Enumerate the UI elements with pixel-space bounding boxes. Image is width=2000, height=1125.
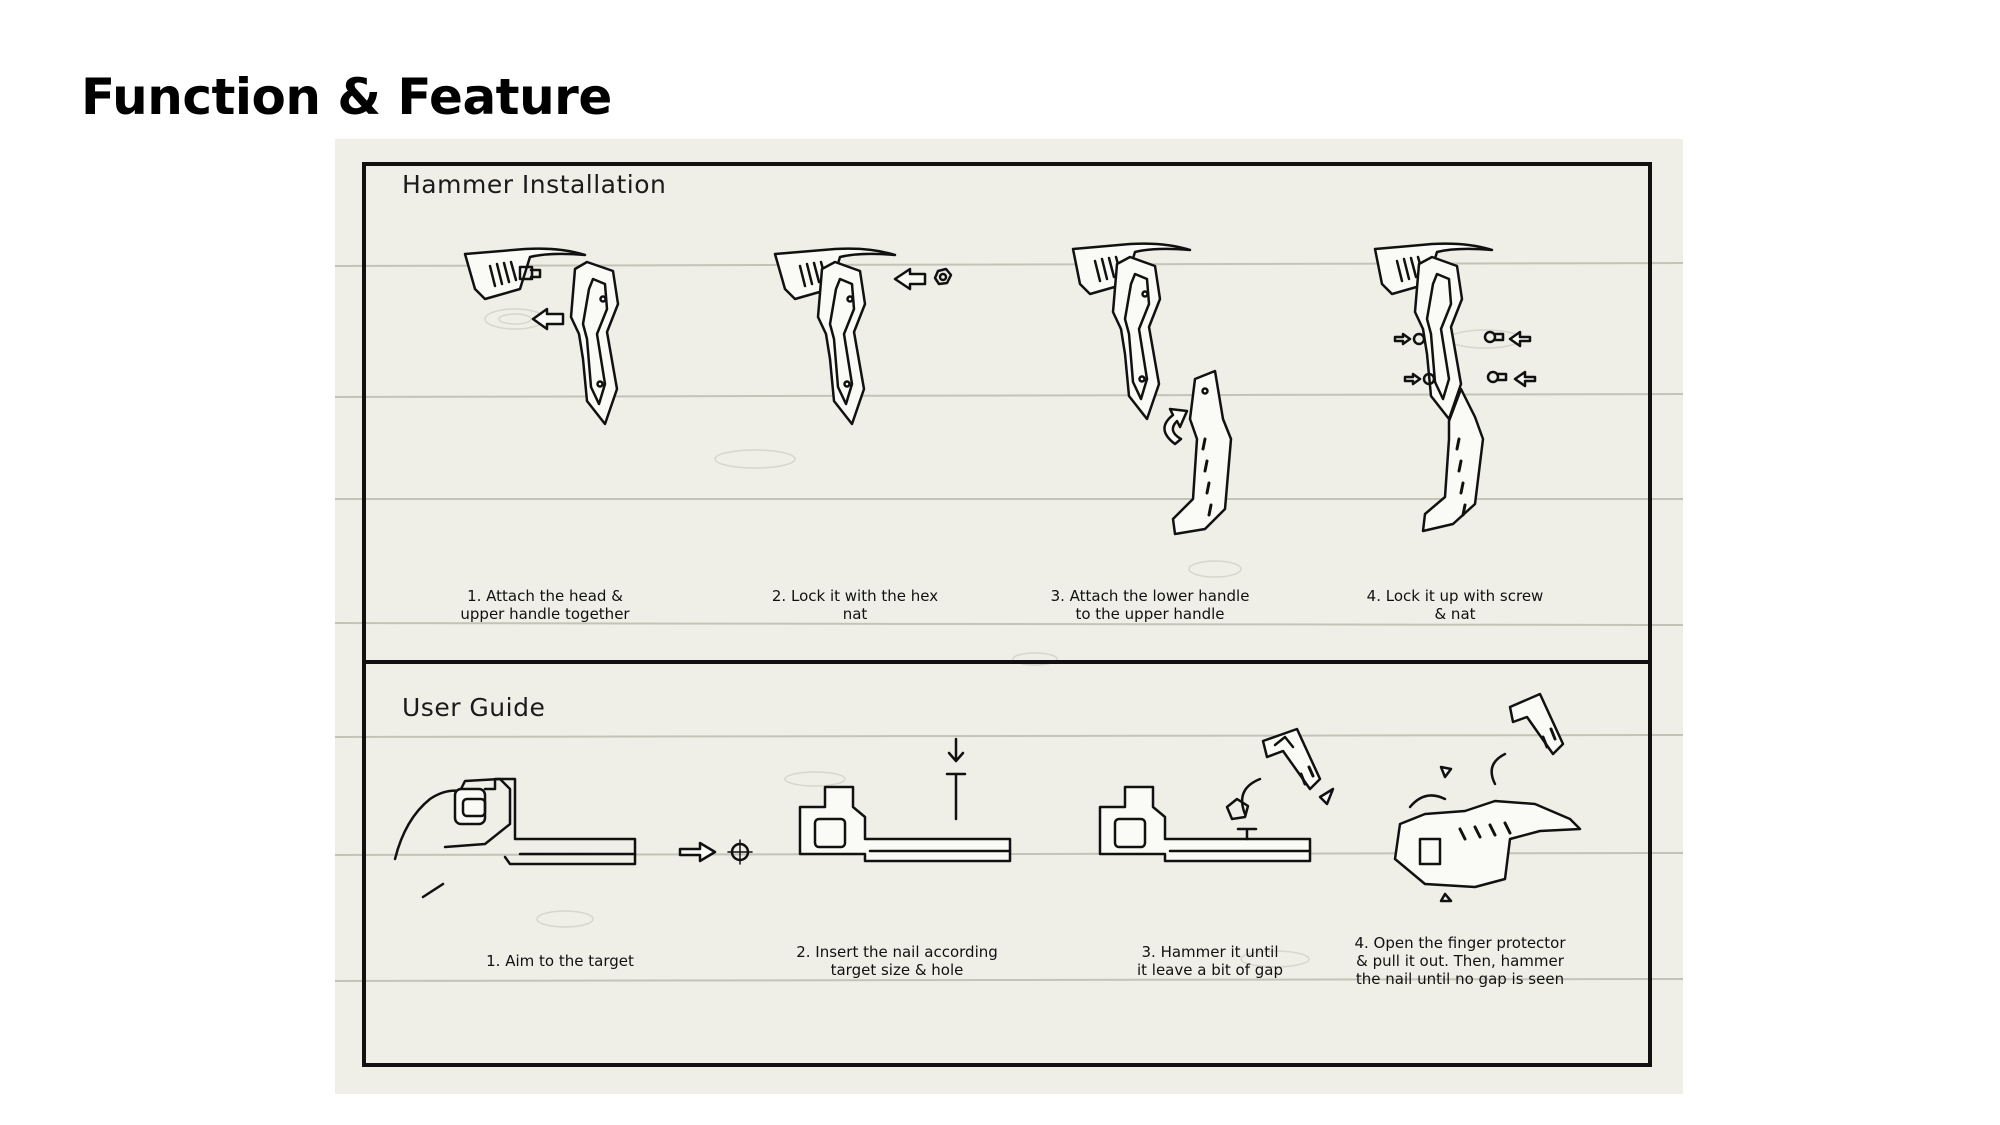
user-guide-title: User Guide: [402, 693, 546, 722]
install-step1-illustration: [463, 247, 620, 426]
section-divider: [362, 660, 1652, 664]
guide-step3-caption: 3. Hammer it until it leave a bit of gap: [1136, 943, 1284, 979]
guide-step1-illustration: [393, 777, 753, 899]
guide-step3-illustration: [1098, 727, 1335, 863]
guide-step1-caption: 1. Aim to the target: [486, 952, 634, 970]
illustrations: [393, 242, 1582, 903]
installation-title: Hammer Installation: [402, 170, 667, 199]
slide-title: Function & Feature: [81, 68, 612, 126]
guide-step4-caption: 4. Open the finger protector & pull it o…: [1354, 934, 1566, 988]
install-step1-caption: 1. Attach the head & upper handle togeth…: [460, 587, 630, 623]
guide-step2-caption: 2. Insert the nail according target size…: [796, 943, 998, 979]
install-step2-illustration: [773, 247, 953, 426]
install-step3-caption: 3. Attach the lower handle to the upper …: [1050, 587, 1250, 623]
install-step3-illustration: [1071, 242, 1233, 536]
guide-step4-illustration: [1393, 692, 1582, 903]
install-step2-caption: 2. Lock it with the hex nat: [771, 587, 939, 623]
instruction-board: Hammer Installation User Guide: [335, 139, 1683, 1094]
diagram-frame: [362, 162, 1652, 1067]
install-step4-illustration: [1373, 242, 1537, 533]
install-step4-caption: 4. Lock it up with screw & nat: [1366, 587, 1544, 623]
guide-step2-illustration: [798, 737, 1012, 863]
